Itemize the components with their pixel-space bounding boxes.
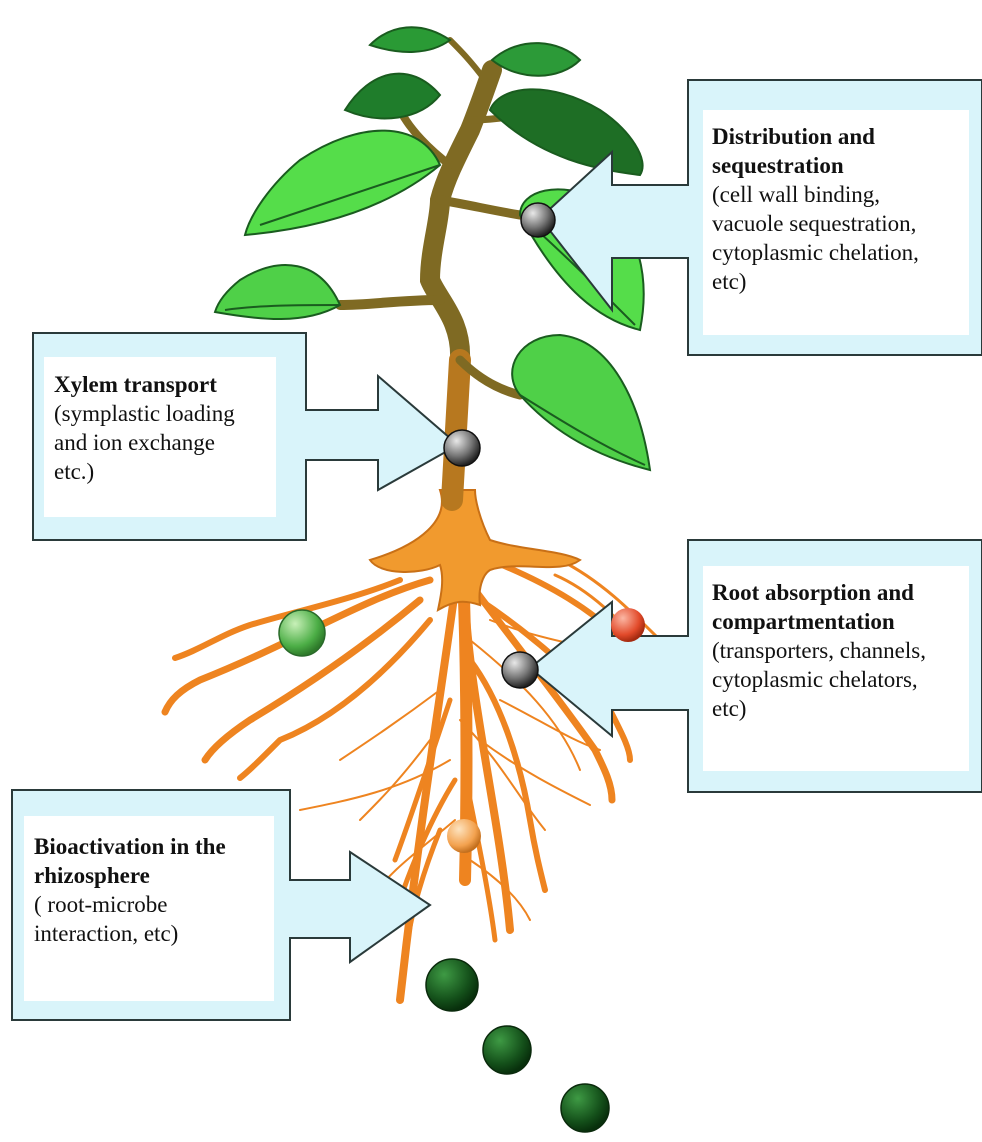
- callout-bioactivation-title-2: rhizosphere: [34, 861, 284, 890]
- gray-ion-stem: [444, 430, 480, 466]
- callout-bioactivation-title-1: Bioactivation in the: [34, 832, 284, 861]
- callout-bioactivation: Bioactivation in the rhizosphere ( root-…: [34, 832, 284, 948]
- callout-distribution: Distribution and sequestration (cell wal…: [712, 122, 972, 296]
- callout-root-detail-2: cytoplasmic chelators,: [712, 665, 977, 694]
- callout-distribution-detail-1: (cell wall binding,: [712, 180, 972, 209]
- leaf-upper-right: [490, 89, 643, 175]
- callout-bioactivation-detail-1: ( root-microbe: [34, 890, 284, 919]
- callout-xylem: Xylem transport (symplastic loading and …: [54, 370, 284, 486]
- dark-green-ion-1: [426, 959, 478, 1011]
- leaf-top: [370, 27, 450, 52]
- callout-xylem-detail-2: and ion exchange: [54, 428, 284, 457]
- gray-ion-root: [502, 652, 538, 688]
- leaf-lower-left: [215, 265, 340, 319]
- callout-bioactivation-detail-2: interaction, etc): [34, 919, 284, 948]
- callout-root-detail-1: (transporters, channels,: [712, 636, 977, 665]
- dark-green-ion-3: [561, 1084, 609, 1132]
- red-ion: [611, 608, 645, 642]
- green-ion-light: [279, 610, 325, 656]
- callout-xylem-detail-1: (symplastic loading: [54, 399, 284, 428]
- callout-root-title-1: Root absorption and: [712, 578, 977, 607]
- callout-root-title-2: compartmentation: [712, 607, 977, 636]
- callout-distribution-detail-2: vacuole sequestration,: [712, 209, 972, 238]
- orange-ion: [447, 819, 481, 853]
- leaf-top-right: [492, 43, 580, 76]
- callout-xylem-title-1: Xylem transport: [54, 370, 284, 399]
- callout-distribution-detail-4: etc): [712, 267, 972, 296]
- callout-distribution-detail-3: cytoplasmic chelation,: [712, 238, 972, 267]
- gray-ion-leaf: [521, 203, 555, 237]
- callout-xylem-detail-3: etc.): [54, 457, 284, 486]
- leaf-upper-left: [345, 74, 440, 119]
- callout-root: Root absorption and compartmentation (tr…: [712, 578, 977, 723]
- dark-green-ion-2: [483, 1026, 531, 1074]
- callout-distribution-title-2: sequestration: [712, 151, 972, 180]
- callout-distribution-title-1: Distribution and: [712, 122, 972, 151]
- callout-root-detail-3: etc): [712, 694, 977, 723]
